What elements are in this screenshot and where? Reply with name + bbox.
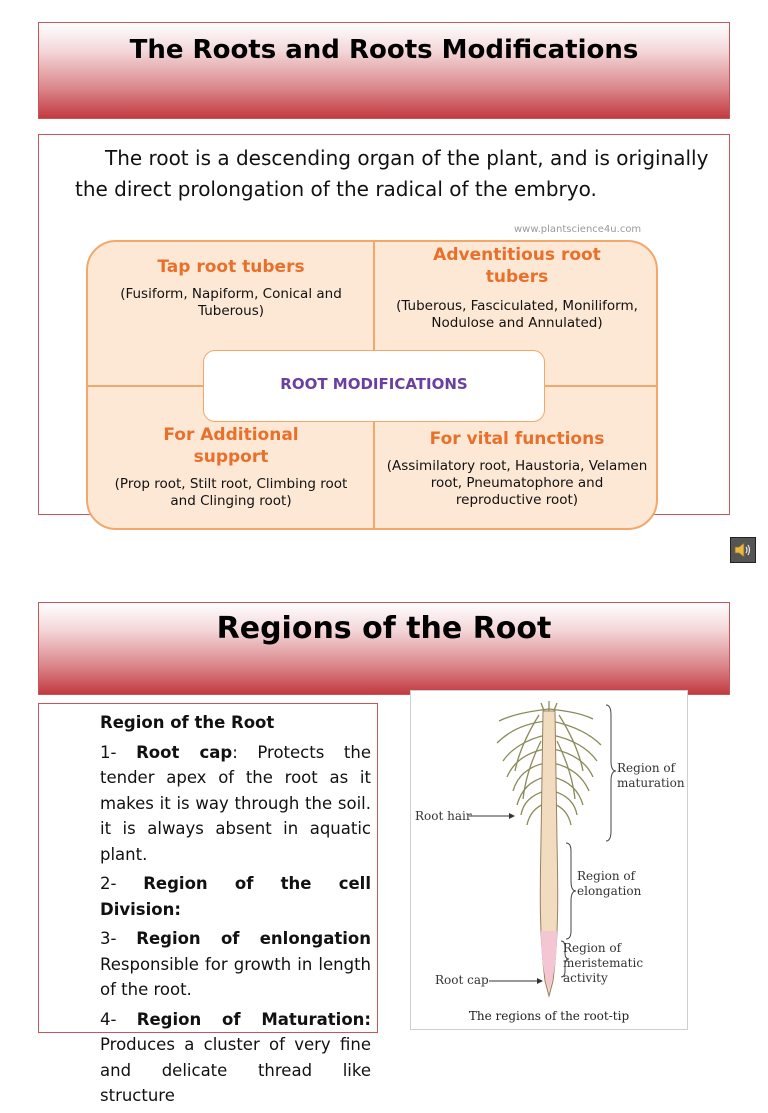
quadrant-additional-support: For Additional support (Prop root, Stilt… <box>88 424 374 510</box>
label-meristematic: Region of meristematic activity <box>563 941 644 985</box>
list-item: 2- Region of the cell Division: <box>73 871 371 922</box>
regions-text: Region of the Root 1- Root cap: Protects… <box>73 710 371 1113</box>
quadrant-title: Tap root tubers <box>157 257 305 277</box>
root-tip-illustration <box>469 701 617 998</box>
item-term: Region of the cell Division: <box>100 874 371 919</box>
item-number: 3- <box>100 929 117 948</box>
root-tip-figure: Region of maturation Root hair Region of… <box>410 690 688 1030</box>
quadrant-description: (Assimilatory root, Haustoria, Velamen r… <box>386 458 648 508</box>
title-banner: The Roots and Roots Modifications <box>38 22 730 119</box>
quadrant-title: For Additional support <box>163 425 299 467</box>
center-label-box: ROOT MODIFICATIONS <box>203 350 545 422</box>
regions-heading: Region of the Root <box>100 713 275 732</box>
figure-caption: The regions of the root-tip <box>468 1009 630 1023</box>
list-item: 4- Region of Maturation: Produces a clus… <box>73 1007 371 1109</box>
quadrant-tap-root-tubers: Tap root tubers (Fusiform, Napiform, Con… <box>88 256 374 320</box>
slide-title-2: Regions of the Root <box>216 611 552 646</box>
item-term: Root cap <box>136 742 233 762</box>
quadrant-adventitious-root-tubers: Adventitious root tubers (Tuberous, Fasc… <box>374 244 656 332</box>
quadrant-title: Adventitious root tubers <box>433 245 601 287</box>
regions-text-box: Region of the Root 1- Root cap: Protects… <box>38 703 378 1105</box>
intro-text: The root is a descending organ of the pl… <box>75 143 725 205</box>
item-text: Responsible for growth in length of the … <box>100 954 371 1000</box>
item-term: Region of Maturation: <box>136 1009 372 1029</box>
center-label: ROOT MODIFICATIONS <box>280 375 468 393</box>
item-number: 1- <box>100 742 117 762</box>
label-elongation: Region of elongation <box>577 869 642 898</box>
quadrant-description: (Tuberous, Fasciculated, Moniliform, Nod… <box>396 298 638 331</box>
intro-sentence: The root is a descending organ of the pl… <box>75 146 709 201</box>
item-term: Region of enlongation <box>136 929 371 948</box>
quadrant-description: (Fusiform, Napiform, Conical and Tuberou… <box>120 286 342 319</box>
list-item: 1- Root cap: Protects the tender apex of… <box>73 740 371 868</box>
item-number: 4- <box>100 1009 117 1029</box>
slide-title: The Roots and Roots Modifications <box>129 35 639 65</box>
image-credit: www.plantscience4u.com <box>514 224 642 235</box>
list-item: 3- Region of enlongation Responsible for… <box>73 926 371 1003</box>
label-maturation: Region of maturation <box>617 761 685 790</box>
speaker-icon[interactable] <box>730 537 756 563</box>
quadrant-title: For vital functions <box>429 429 605 449</box>
label-root-cap: Root cap <box>435 973 489 987</box>
title-banner-2: Regions of the Root <box>38 602 730 695</box>
item-text: : Protects the tender apex of the root a… <box>100 742 371 864</box>
item-text: Produces a cluster of very fine and deli… <box>100 1035 371 1105</box>
root-modifications-diagram: Tap root tubers (Fusiform, Napiform, Con… <box>86 240 658 530</box>
item-number: 2- <box>100 874 117 893</box>
label-root-hair: Root hair <box>415 809 472 823</box>
quadrant-vital-functions: For vital functions (Assimilatory root, … <box>374 428 656 509</box>
quadrant-description: (Prop root, Stilt root, Climbing root an… <box>114 476 348 509</box>
